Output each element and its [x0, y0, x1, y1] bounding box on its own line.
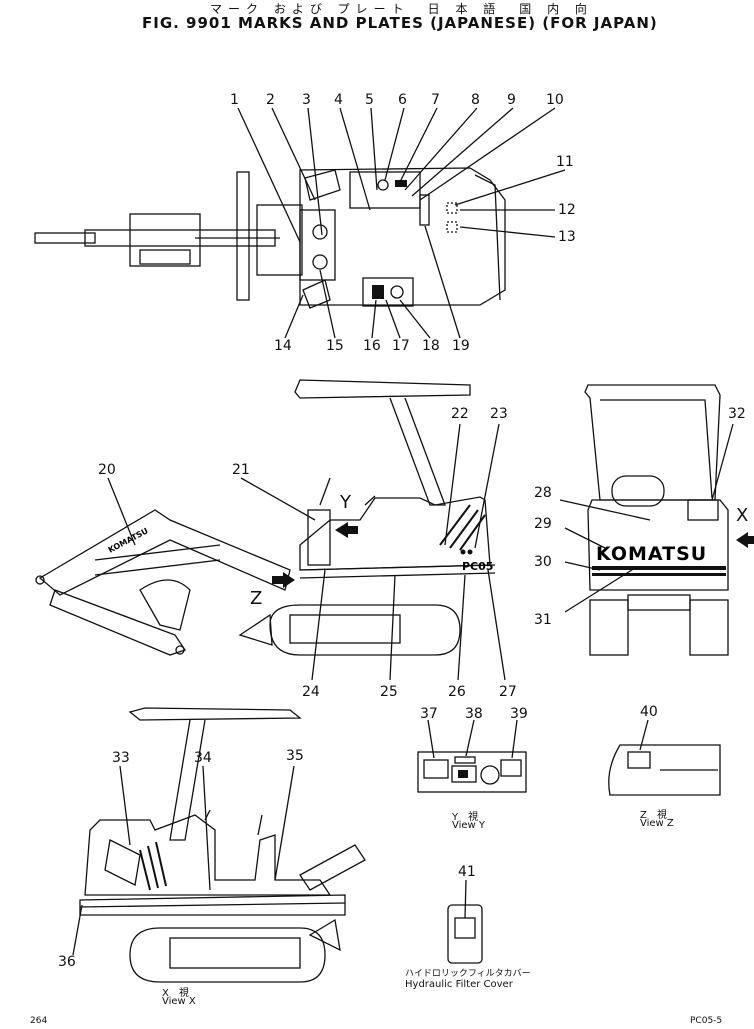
- callout-13: 13: [558, 229, 576, 245]
- page-number: 264: [30, 1016, 48, 1026]
- callout-12: 12: [558, 202, 576, 218]
- callout-25: 25: [380, 684, 398, 700]
- callout-36: 36: [58, 954, 76, 970]
- callout-3: 3: [302, 92, 311, 108]
- view-x-jp-label: X 視: [162, 988, 189, 999]
- side-view-drawing: KOMATSU PC05: [35, 379, 506, 681]
- callout-32: 32: [728, 406, 746, 422]
- hydraulic-filter-cover-drawing: [447, 879, 483, 964]
- callout-24: 24: [302, 684, 320, 700]
- callout-29: 29: [534, 516, 552, 532]
- callout-22: 22: [451, 406, 469, 422]
- callout-2: 2: [266, 92, 275, 108]
- callout-35: 35: [286, 748, 304, 764]
- document-code: PC05-5: [690, 1016, 723, 1026]
- callout-30: 30: [534, 554, 552, 570]
- callout-21: 21: [232, 462, 250, 478]
- callout-5: 5: [365, 92, 374, 108]
- view-x-drawing: [72, 707, 366, 983]
- callout-34: 34: [194, 750, 212, 766]
- callout-17: 17: [392, 338, 410, 354]
- callout-15: 15: [326, 338, 344, 354]
- callout-39: 39: [510, 706, 528, 722]
- callout-31: 31: [534, 612, 552, 628]
- marker-z: Z: [250, 588, 263, 609]
- callout-19: 19: [452, 338, 470, 354]
- callout-11: 11: [556, 154, 574, 170]
- callout-20: 20: [98, 462, 116, 478]
- rear-brand-decal: KOMATSU: [596, 543, 707, 565]
- callout-23: 23: [490, 406, 508, 422]
- top-view-drawing: [34, 107, 566, 339]
- callout-27: 27: [499, 684, 517, 700]
- callout-33: 33: [112, 750, 130, 766]
- callout-6: 6: [398, 92, 407, 108]
- callout-14: 14: [274, 338, 292, 354]
- view-z-drawing: [608, 719, 721, 796]
- boom-brand-decal: KOMATSU: [107, 526, 150, 555]
- hydraulic-jp-label: ハイドロリックフィルタカバー: [405, 969, 531, 979]
- callout-1: 1: [230, 92, 239, 108]
- marker-y: Y: [340, 492, 351, 513]
- callout-9: 9: [507, 92, 516, 108]
- hydraulic-label: Hydraulic Filter Cover: [405, 979, 513, 990]
- callout-7: 7: [431, 92, 440, 108]
- view-y-drawing: [417, 719, 527, 793]
- view-y-label: View Y: [452, 820, 486, 831]
- view-z-jp-label: Z 視: [640, 810, 667, 821]
- callout-18: 18: [422, 338, 440, 354]
- callout-8: 8: [471, 92, 480, 108]
- callout-41: 41: [458, 864, 476, 880]
- callout-16: 16: [363, 338, 381, 354]
- view-x-label: View X: [162, 996, 196, 1007]
- callout-28: 28: [534, 485, 552, 501]
- callout-10: 10: [546, 92, 564, 108]
- view-y-jp-label: Y 視: [452, 812, 479, 823]
- callout-4: 4: [334, 92, 343, 108]
- view-z-label: View Z: [640, 818, 674, 829]
- marker-x: X: [736, 505, 749, 526]
- callout-38: 38: [465, 706, 483, 722]
- callout-40: 40: [640, 704, 658, 720]
- figure-title: FIG. 9901 MARKS AND PLATES (JAPANESE) (F…: [142, 14, 658, 32]
- japanese-title: マーク および プレート 日 本 語 国 内 向: [210, 2, 593, 16]
- callout-37: 37: [420, 706, 438, 722]
- model-decal: PC05: [462, 560, 493, 573]
- callout-26: 26: [448, 684, 466, 700]
- rear-view-drawing: KOMATSU: [559, 384, 754, 656]
